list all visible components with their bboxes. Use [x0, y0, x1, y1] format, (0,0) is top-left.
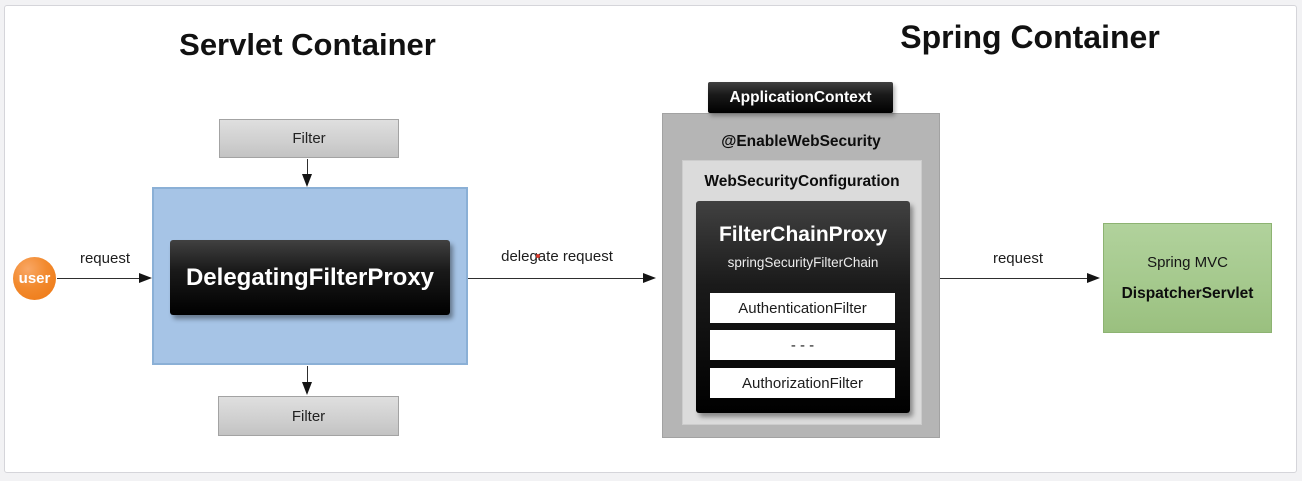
dispatcher-servlet-box: Spring MVC DispatcherServlet: [1103, 223, 1272, 333]
filter-box-top: Filter: [219, 119, 399, 158]
arrowhead-down-icon: [302, 174, 312, 187]
arrowhead-down-icon: [302, 382, 312, 395]
delegate-request-label: delegate request: [501, 248, 613, 265]
request-label-user: request: [79, 250, 131, 267]
filter-box-bottom: Filter: [218, 396, 399, 436]
request-label-spring: request: [992, 250, 1044, 267]
dispatcher-servlet-label: DispatcherServlet: [1121, 284, 1254, 302]
arrow-proxy-to-filter-bottom: [307, 366, 308, 384]
application-context-label: ApplicationContext: [708, 82, 893, 113]
chain-item-authorization-filter: AuthorizationFilter: [710, 368, 895, 398]
spring-security-filter-chain-label: springSecurityFilterChain: [727, 255, 879, 270]
arrow-filter-top-to-proxy: [307, 159, 308, 177]
arrow-user-to-proxy: [57, 278, 141, 279]
chain-item-ellipsis: - - -: [710, 330, 895, 360]
arrow-context-to-dispatcher: [940, 278, 1088, 279]
chain-item-authentication-filter: AuthenticationFilter: [710, 293, 895, 323]
arrowhead-right-icon: [643, 273, 656, 283]
web-security-configuration-label: WebSecurityConfiguration: [704, 173, 900, 190]
spring-container-title: Spring Container: [900, 19, 1160, 55]
enable-web-security-annotation: @EnableWebSecurity: [721, 133, 881, 150]
arrowhead-right-icon: [139, 273, 152, 283]
arrow-proxy-to-context: [468, 278, 644, 279]
user-avatar: user: [13, 257, 56, 300]
servlet-container-title: Servlet Container: [179, 27, 436, 62]
delegating-filter-proxy-box: DelegatingFilterProxy: [170, 240, 450, 315]
filter-chain-proxy-title: FilterChainProxy: [718, 223, 888, 246]
red-dot-mark: [536, 254, 540, 258]
arrowhead-right-icon: [1087, 273, 1100, 283]
spring-mvc-label: Spring MVC: [1147, 253, 1228, 271]
